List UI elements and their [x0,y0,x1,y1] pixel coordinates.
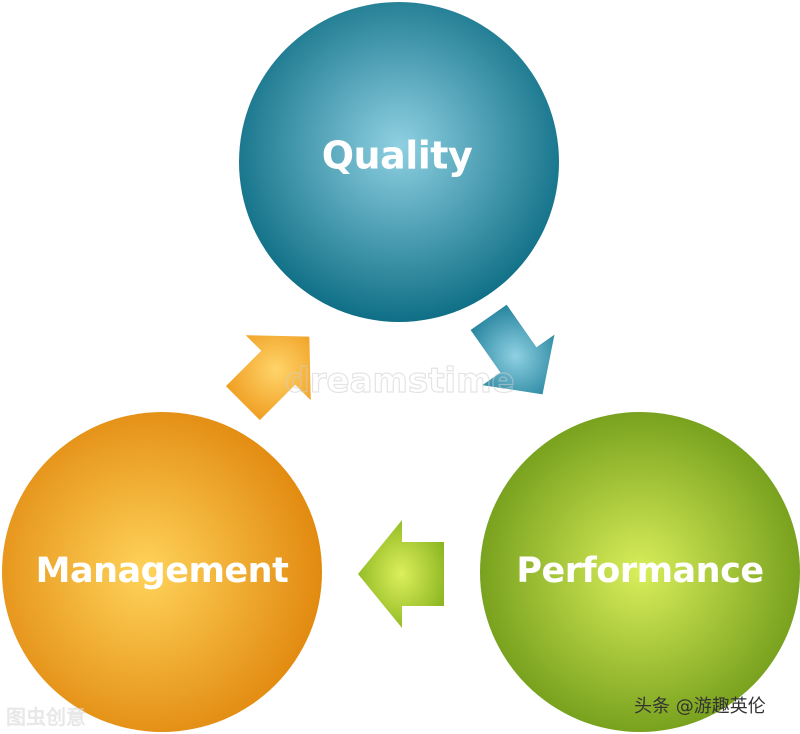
management-node: Management [2,412,322,732]
arrow-down-right-icon [470,304,555,395]
performance-label: Performance [516,551,763,591]
watermark-bottom-left: 图虫创意 [6,705,86,729]
performance-node: Performance [480,412,800,732]
arrow-quality-to-performance [470,304,555,395]
management-circle [2,412,322,732]
performance-circle [480,412,800,732]
watermark-bottom-right: 头条 @游趣英伦 [634,696,766,717]
arrow-up-right-icon [225,335,311,421]
watermark-center: dreamstime [285,361,514,401]
arrow-left-icon [358,520,444,628]
arrow-management-to-quality [225,335,311,421]
quality-node: Quality [239,2,559,322]
quality-circle [239,2,559,322]
arrow-performance-to-management [358,520,444,628]
management-label: Management [36,551,289,591]
quality-label: Quality [322,134,473,178]
